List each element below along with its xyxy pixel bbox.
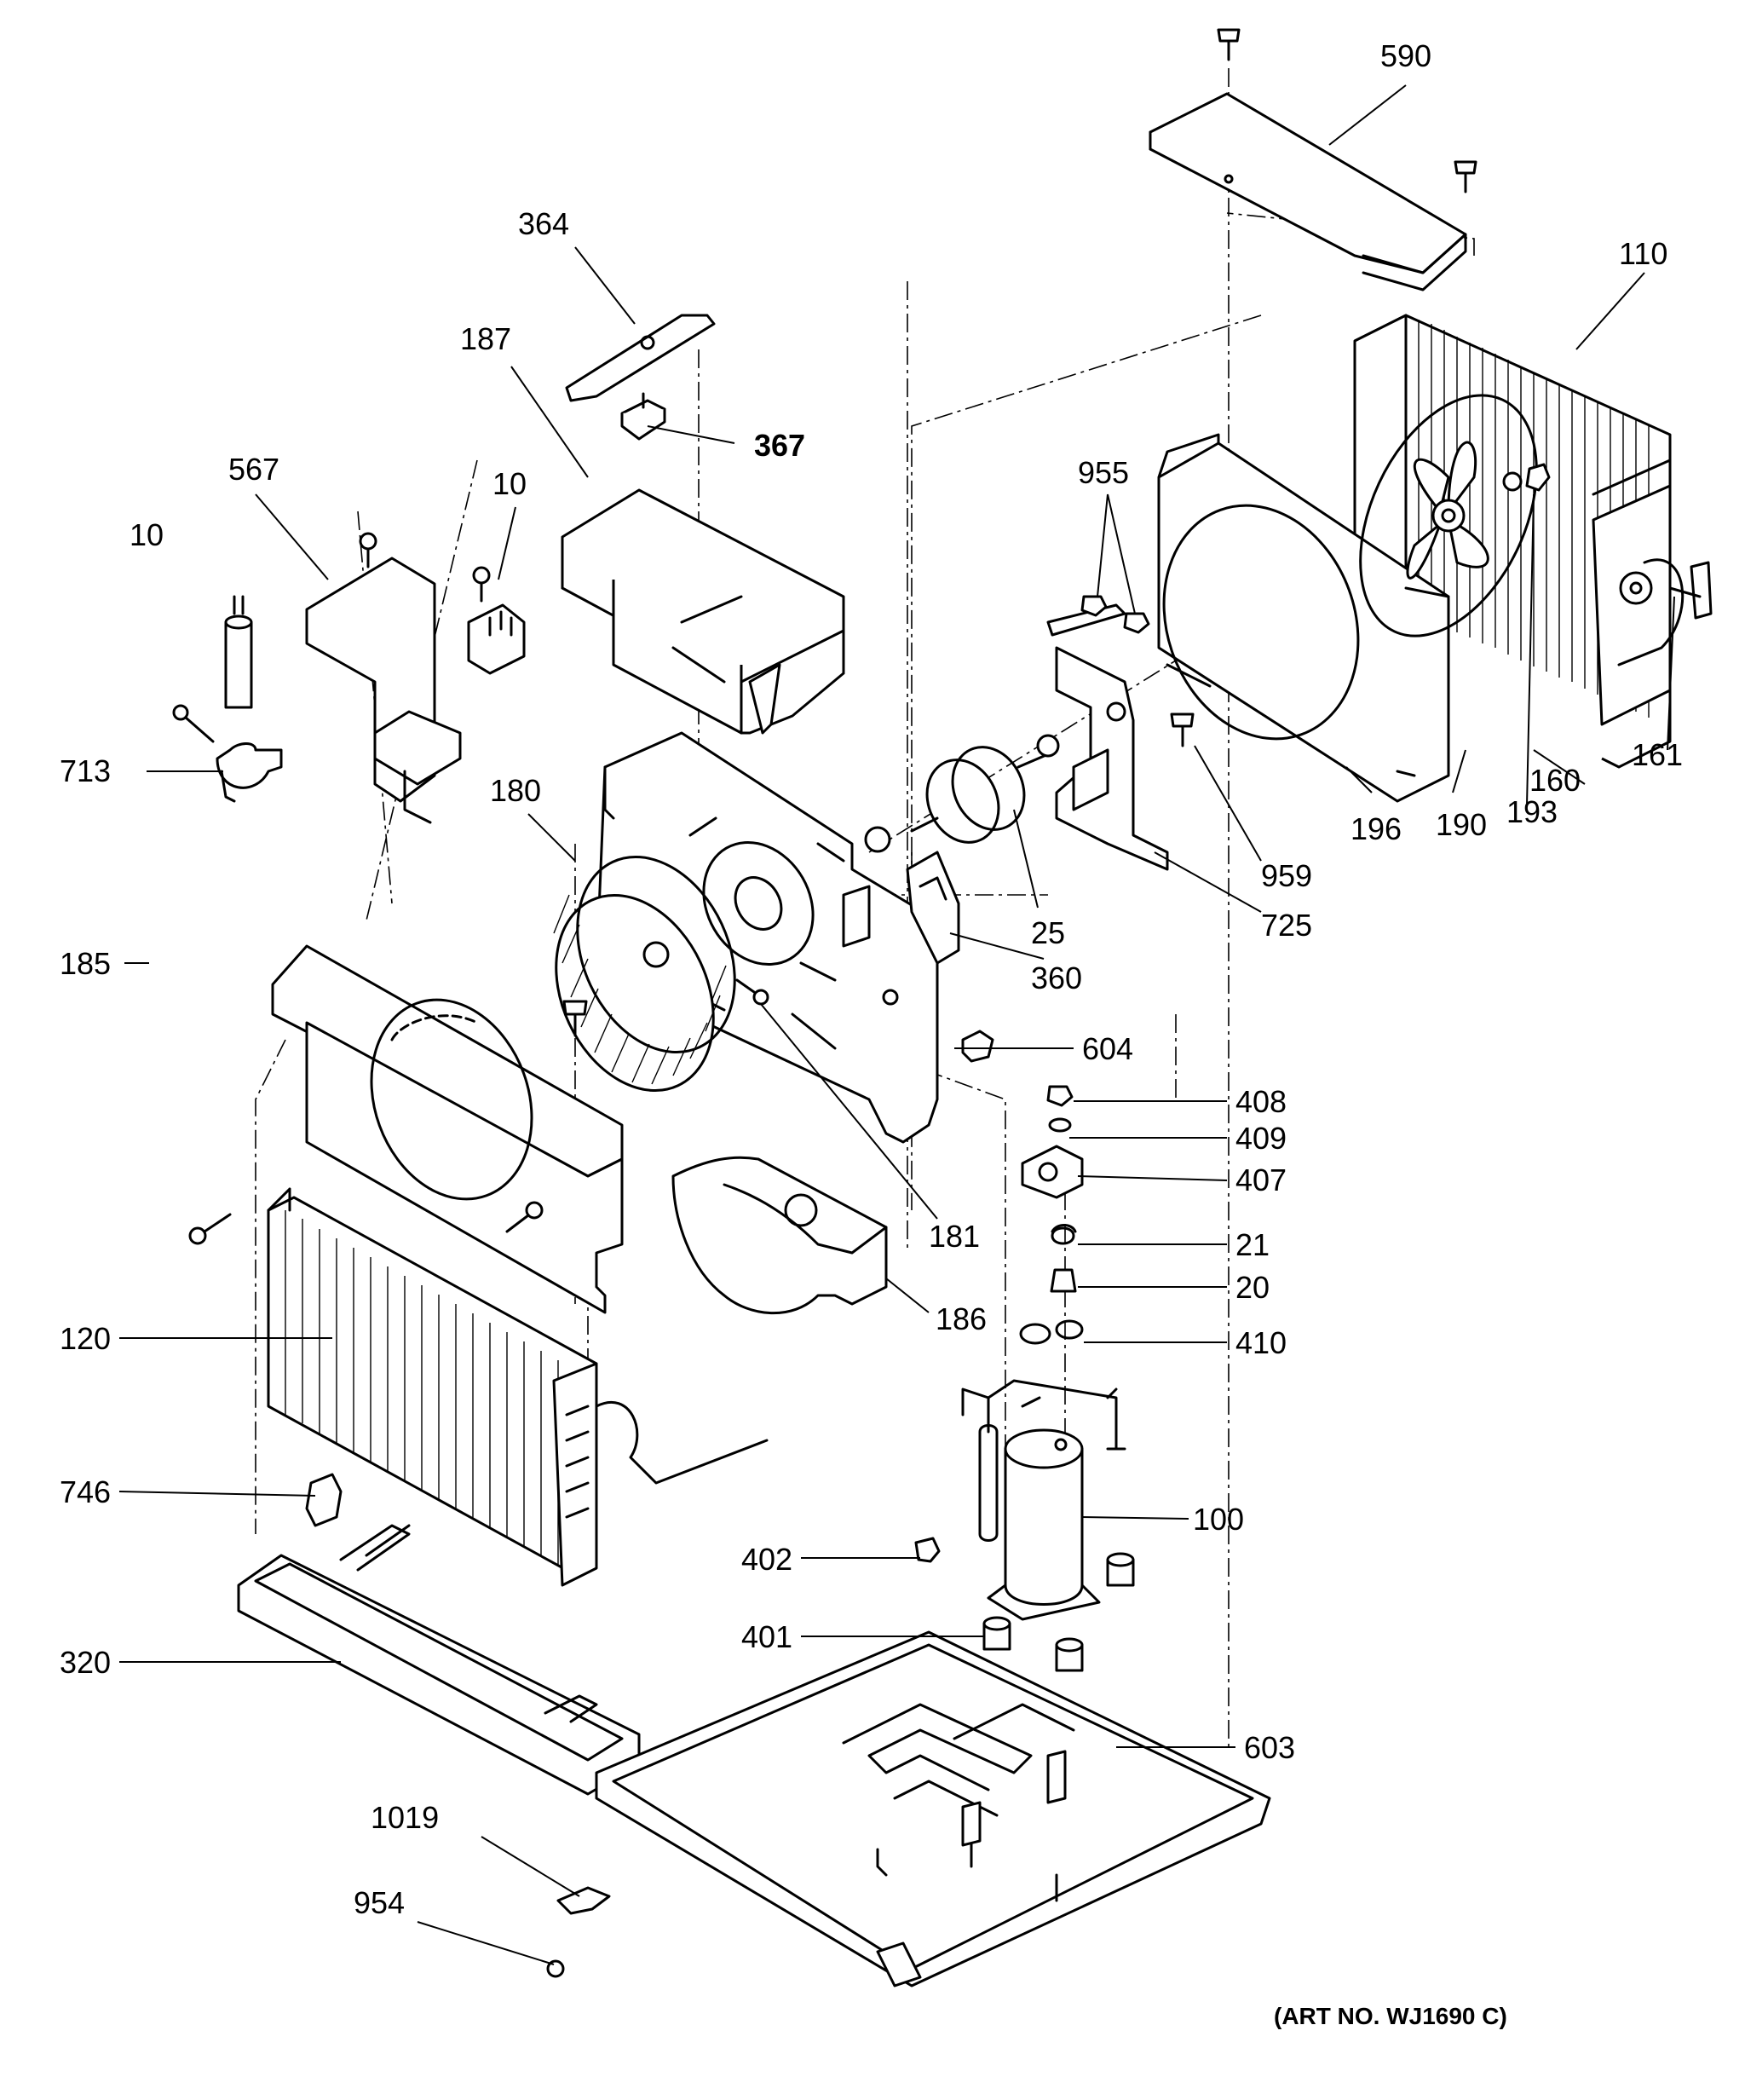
callout-713: 713 [60,753,111,788]
scroll-186 [671,1156,888,1315]
callout-407: 407 [1235,1162,1287,1197]
sensor-161 [1668,586,1702,598]
callout-603: 603 [1244,1730,1295,1765]
callout-25: 25 [1031,915,1065,950]
base-pan-603 [595,1630,1271,1988]
bracket-360 [906,851,960,965]
clamp-713 [216,742,283,803]
grommet-100-a-icon [1106,1552,1135,1587]
evaporator-120 [267,1187,769,1587]
callout-185: 185 [60,946,111,981]
spring-21-icon [1051,1224,1077,1245]
callout-161: 161 [1632,737,1683,772]
screw-713-icon [172,704,215,743]
motor-25 [864,734,1060,853]
callout-180: 180 [490,773,541,808]
callout-120: 120 [60,1321,111,1356]
callout-410: 410 [1235,1325,1287,1360]
terminal-cover-407 [1021,1145,1084,1199]
washer-409-icon [1048,1117,1072,1133]
callout-725: 725 [1261,908,1312,943]
screw-185-a-icon [562,1000,588,1037]
blower-mount-plate [595,731,939,1144]
housing-cover-187 [561,488,845,735]
screw-590-icon [1454,160,1477,193]
art-number: (ART NO. WJ1690 C) [1274,2003,1507,2029]
screw-567-icon [359,532,377,568]
nut-402-icon [914,1537,941,1563]
callout-408: 408 [1235,1084,1287,1119]
grommet-401-icon [982,1616,1011,1651]
bracket-364 [565,314,716,402]
callout-193: 193 [1506,794,1558,829]
callout-955: 955 [1078,455,1129,490]
clip-367 [620,392,666,441]
screw-954-icon [546,1959,565,1978]
motor-bracket-725 [1046,603,1169,871]
blower-wheel-180 [553,855,736,1093]
callout-10-relay: 10 [492,466,527,501]
callout-746: 746 [60,1474,111,1509]
callout-604: 604 [1082,1031,1133,1066]
callout-190: 190 [1436,807,1487,842]
callout-590: 590 [1380,38,1431,73]
clip-604 [961,1030,994,1063]
callout-labels: 590 110 364 187 367 567 10 10 955 713 18… [60,38,1683,2029]
callout-402: 402 [741,1542,792,1577]
compressor-100 [961,1379,1126,1621]
top-cover-590 [1149,92,1467,291]
bracket-1019 [556,1886,611,1915]
callout-364: 364 [518,206,569,241]
callout-187: 187 [460,321,511,356]
nut-408-icon [1046,1085,1074,1107]
callout-186: 186 [936,1301,987,1336]
nut-955-b-icon [1123,612,1150,634]
callout-367: 367 [754,428,805,463]
orifice-panel-185 [271,944,624,1314]
leader-lines [118,84,1675,1965]
shroud-196 [1157,433,1450,803]
grommet-100-b-icon [1055,1637,1084,1672]
callout-181: 181 [929,1219,980,1254]
screw-relay-icon [472,566,491,603]
callout-20: 20 [1235,1270,1270,1305]
callout-360: 360 [1031,961,1082,995]
fan-blade-190 [1359,394,1538,638]
gasket-410-icon [1019,1319,1084,1345]
screw-185-b-icon [505,1201,544,1233]
clip-746 [305,1473,343,1527]
callout-320: 320 [60,1645,111,1680]
screw-top-icon [1217,28,1241,61]
callout-110: 110 [1619,236,1667,271]
callout-100: 100 [1193,1502,1244,1537]
bracket-567 [305,557,462,824]
callout-10-capacitor: 10 [130,517,164,552]
screw-120-icon [188,1213,232,1245]
callout-409: 409 [1235,1121,1287,1156]
callout-567: 567 [228,452,279,487]
grommet-20-icon [1050,1268,1077,1293]
callout-401: 401 [741,1619,792,1654]
screw-959-icon [1170,712,1195,747]
nut-193-icon [1502,463,1551,492]
nut-955-a-icon [1080,595,1108,617]
capacitor-10 [224,595,253,709]
callout-21: 21 [1235,1227,1270,1262]
callout-954: 954 [354,1885,405,1920]
callout-160: 160 [1529,763,1581,798]
callout-959: 959 [1261,858,1312,893]
relay-10 [467,603,526,675]
callout-1019: 1019 [371,1800,439,1835]
callout-196: 196 [1351,811,1402,846]
